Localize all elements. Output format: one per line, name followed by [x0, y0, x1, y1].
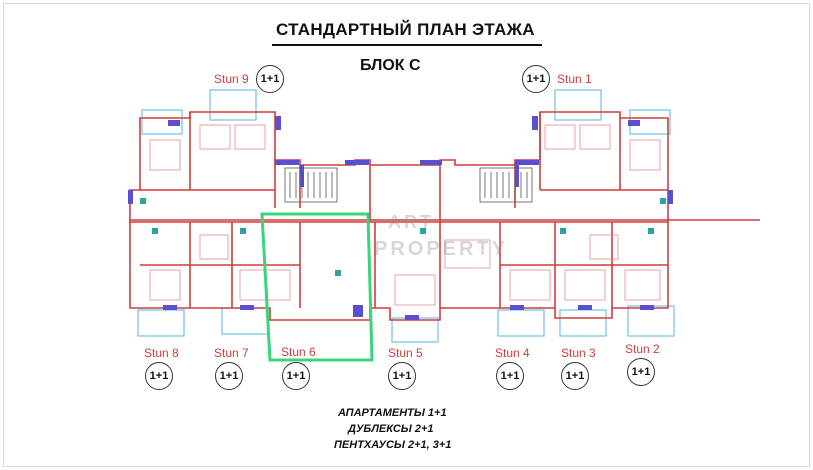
balcony-stun5 [391, 317, 439, 343]
walls [129, 111, 760, 321]
unit-type-stun4[interactable]: 1+1 [496, 362, 524, 390]
windows [128, 116, 673, 320]
unit-type-stun3[interactable]: 1+1 [561, 362, 589, 390]
unit-label-stun9: Stun 9 [214, 72, 249, 86]
balcony-stun3 [559, 309, 607, 337]
unit-type-stun1[interactable]: 1+1 [522, 65, 550, 93]
balcony-stun8 [137, 309, 185, 337]
unit-type-stun7[interactable]: 1+1 [215, 362, 243, 390]
unit-type-stun5[interactable]: 1+1 [388, 362, 416, 390]
unit-label-stun2: Stun 2 [625, 342, 660, 356]
page-title: СТАНДАРТНЫЙ ПЛАН ЭТАЖА [276, 20, 535, 39]
balcony-stun4 [497, 309, 545, 337]
unit-type-stun8[interactable]: 1+1 [145, 362, 173, 390]
stairs [284, 167, 533, 203]
block-label: БЛОК С [360, 57, 421, 74]
unit-label-stun3: Stun 3 [561, 346, 596, 360]
stun6-highlight [260, 212, 374, 362]
unit-type-stun6[interactable]: 1+1 [282, 362, 310, 390]
legend-duplexes: ДУБЛЕКСЫ 2+1 [348, 423, 434, 435]
watermark-property: PROPERTY [374, 238, 509, 260]
watermark-art: ART [388, 212, 434, 232]
legend-penthouses: ПЕНТХАУСЫ 2+1, 3+1 [334, 439, 452, 451]
legend-apartments: АПАРТАМЕНТЫ 1+1 [338, 407, 447, 419]
unit-label-stun8: Stun 8 [144, 346, 179, 360]
balcony-stun1 [554, 89, 602, 121]
balcony-stun7 [221, 307, 269, 335]
unit-label-stun4: Stun 4 [495, 346, 530, 360]
balcony-stun9 [209, 89, 257, 121]
balcony-stun2 [627, 305, 675, 337]
unit-label-stun7: Stun 7 [214, 346, 249, 360]
unit-label-stun1: Stun 1 [557, 72, 592, 86]
unit-label-stun5: Stun 5 [388, 346, 423, 360]
unit-type-stun9[interactable]: 1+1 [256, 65, 284, 93]
page-frame [3, 3, 810, 467]
title-underline [272, 44, 542, 46]
unit-label-stun6: Stun 6 [281, 345, 316, 359]
unit-type-stun2[interactable]: 1+1 [627, 358, 655, 386]
